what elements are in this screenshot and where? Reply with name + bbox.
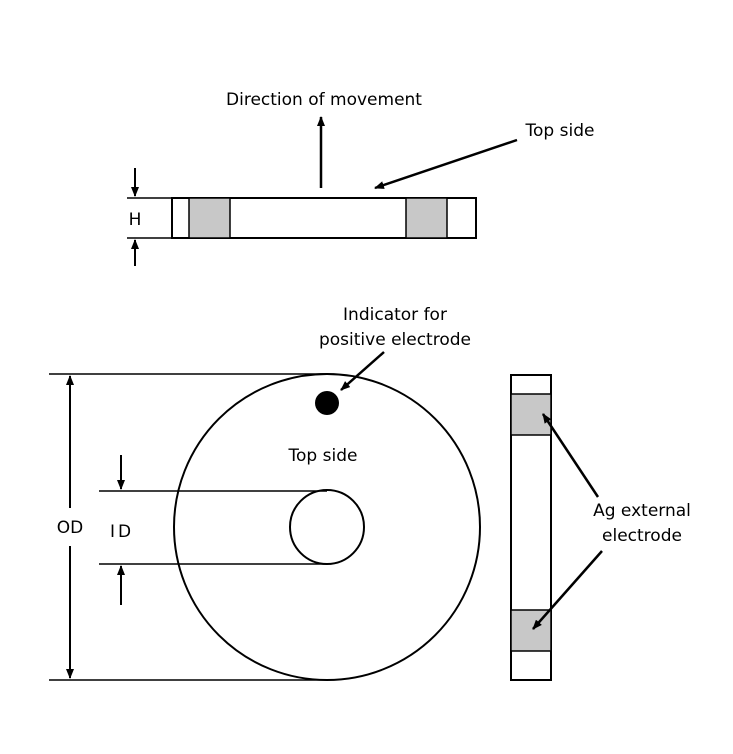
height-label: H <box>129 210 142 230</box>
cross-section-view: Ag external electrode <box>510 374 691 681</box>
positive-indicator-dot <box>315 391 339 415</box>
inner-circle <box>289 489 365 565</box>
electrode-label-line1: Ag external <box>593 501 691 521</box>
electrode-left <box>188 197 231 239</box>
cross-electrode-top <box>510 393 552 436</box>
od-label: OD <box>57 518 83 538</box>
electrode-arrow-upper <box>541 413 600 498</box>
electrode-right <box>405 197 448 239</box>
top-side-arrow <box>374 138 518 190</box>
top-view: Top side Indicator for positive electrod… <box>49 305 481 681</box>
top-side-label-upper: Top side <box>525 121 595 141</box>
side-view: Direction of movement Top side H <box>127 90 594 266</box>
indicator-label-line1: Indicator for <box>343 305 447 325</box>
electrode-label-line2: electrode <box>602 526 682 546</box>
electrode-arrow-lower <box>532 550 603 630</box>
id-label: ID <box>110 522 134 542</box>
indicator-label-line2: positive electrode <box>319 330 471 350</box>
cross-electrode-bottom <box>510 609 552 652</box>
direction-label: Direction of movement <box>226 90 422 110</box>
top-side-label-disc: Top side <box>288 446 358 466</box>
indicator-arrow <box>340 351 385 391</box>
